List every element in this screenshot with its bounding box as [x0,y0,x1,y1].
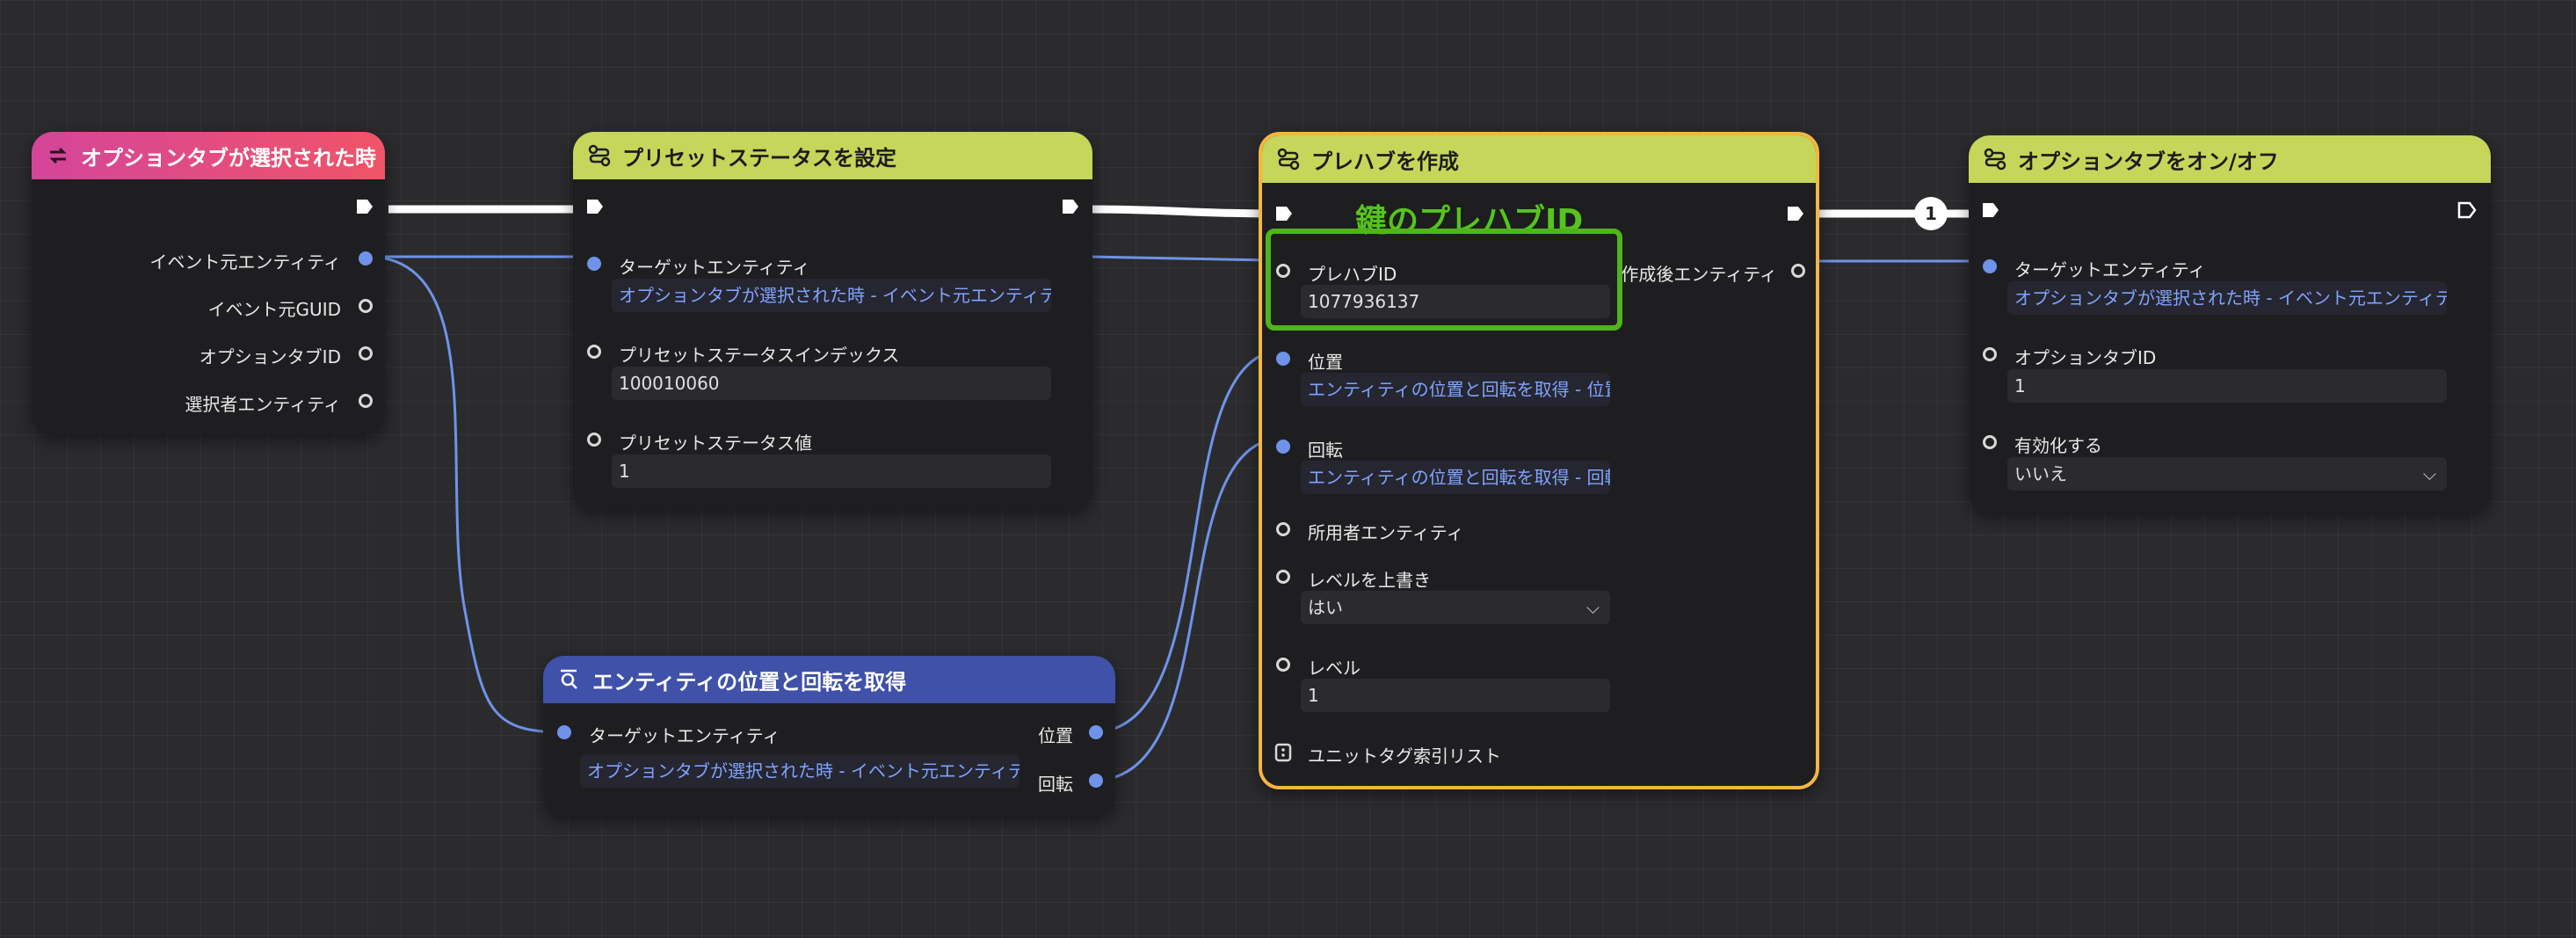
getpos-node-header[interactable]: エンティティの位置と回転を取得 [543,656,1115,703]
level-input[interactable]: 1 [1301,679,1610,712]
rotation-value[interactable]: エンティティの位置と回転を取得 - 回転 [1301,461,1610,494]
action-icon [1277,148,1300,171]
list-icon[interactable] [1274,743,1292,762]
action-node-create-prefab[interactable]: プレハブを作成 プレハブID 作成後エンティティ 1077936137 位置 エン… [1259,132,1819,789]
prefab-id-input[interactable]: 1077936137 [1301,285,1610,318]
input-pin[interactable] [1276,352,1290,366]
output-pin[interactable] [1791,264,1805,278]
preset-index-input[interactable]: 100010060 [612,367,1051,400]
input-pin[interactable] [587,433,601,447]
override-level-select[interactable]: はい ⌵ [1301,591,1610,624]
chevron-down-icon: ⌵ [2422,463,2436,484]
event-node-option-tab-selected[interactable]: オプションタブが選択された時 イベント元エンティティ イベント元GUID オプシ… [32,132,385,435]
exec-in-pin[interactable] [1981,201,2000,219]
output-pin[interactable] [359,251,373,265]
input-pin[interactable] [1983,347,1997,361]
output-label: 位置 [1038,725,1073,746]
event-loop-icon [49,147,67,164]
select-value: いいえ [2014,463,2067,484]
input-pin[interactable] [1276,522,1290,536]
target-entity-value[interactable]: オプションタブが選択された時 - イベント元エンティティ [612,279,1051,312]
output-label: 作成後エンティティ [1621,264,1777,285]
input-pin[interactable] [1983,259,1997,273]
option-tab-id-input[interactable]: 1 [2007,369,2447,403]
select-value: はい [1308,597,1343,618]
output-pin[interactable] [359,394,373,408]
input-label: プレハブID [1308,264,1397,285]
output-pin[interactable] [359,299,373,313]
input-pin[interactable] [1276,570,1290,584]
exec-wire-preset-to-prefab [1092,205,1273,218]
target-entity-value[interactable]: オプションタブが選択された時 - イベント元エンティティ [2007,281,2447,315]
annotation-highlight-box [1266,229,1622,331]
action-node-toggle-option-tab[interactable]: オプションタブをオン/オフ ターゲットエンティティ オプションタブが選択された時… [1969,135,2491,513]
output-pin[interactable] [359,346,373,360]
toggle-node-header[interactable]: オプションタブをオン/オフ [1969,135,2491,183]
enable-select[interactable]: いいえ ⌵ [2007,457,2447,491]
input-label: レベルを上書き [1308,570,1431,591]
output-label: イベント元エンティティ [149,251,341,273]
node-title: エンティティの位置と回転を取得 [592,669,907,694]
input-label: オプションタブID [2014,347,2157,368]
input-pin[interactable] [1983,435,1997,449]
exec-in-pin[interactable] [1274,205,1294,222]
input-label: プリセットステータスインデックス [619,345,900,366]
input-pin[interactable] [1276,658,1290,672]
input-label: 所用者エンティティ [1308,522,1464,543]
event-node-header[interactable]: オプションタブが選択された時 [32,132,385,179]
chevron-down-icon: ⌵ [1586,597,1600,618]
input-label: ターゲットエンティティ [619,257,810,278]
input-label: 位置 [1308,352,1343,373]
node-title: プレハブを作成 [1311,149,1459,174]
input-label: プリセットステータス値 [619,433,812,454]
data-wire-preset-to-prefab [1089,255,1271,262]
action-node-set-preset-status[interactable]: プリセットステータスを設定 ターゲットエンティティ オプションタブが選択された時… [573,132,1092,510]
data-wire-rotation-to-prefab [1092,436,1286,782]
input-pin[interactable] [587,345,601,359]
query-node-get-position-rotation[interactable]: エンティティの位置と回転を取得 ターゲットエンティティ 位置 オプションタブが選択… [543,656,1115,817]
node-title: プリセットステータスを設定 [622,145,896,171]
exec-out-pin[interactable] [2457,201,2477,219]
position-value[interactable]: エンティティの位置と回転を取得 - 位置 [1301,373,1610,406]
input-label: ターゲットエンティティ [589,725,780,746]
preset-node-header[interactable]: プリセットステータスを設定 [573,132,1092,179]
wire-count-badge[interactable]: 1 [1914,197,1948,230]
action-icon [1984,148,2006,171]
output-label: オプションタブID [199,346,341,367]
input-pin[interactable] [1276,264,1290,278]
query-icon [561,669,577,689]
output-label: 選択者エンティティ [185,394,341,415]
input-pin[interactable] [587,257,601,271]
exec-out-pin[interactable] [355,198,374,215]
input-pin[interactable] [557,725,571,739]
target-entity-value[interactable]: オプションタブが選択された時 - イベント元エンティティ [580,754,1020,788]
data-wire-position-to-prefab [1092,348,1286,734]
input-label: ユニットタグ索引リスト [1308,745,1501,767]
data-wire-entity-to-getpos [366,255,566,734]
node-title: オプションタブをオン/オフ [2018,149,2279,174]
output-label: イベント元GUID [207,299,341,320]
input-label: レベル [1308,658,1361,679]
output-pin[interactable] [1089,774,1103,788]
input-label: 有効化する [2014,435,2102,456]
input-label: 回転 [1308,440,1343,461]
input-pin[interactable] [1276,440,1290,454]
input-label: ターゲットエンティティ [2014,259,2206,280]
exec-in-pin[interactable] [585,198,605,215]
output-pin[interactable] [1089,725,1103,739]
action-icon [588,144,611,167]
exec-out-pin[interactable] [1786,205,1805,222]
node-title: オプションタブが選択された時 [81,145,376,171]
preset-value-input[interactable]: 1 [612,454,1051,488]
output-label: 回転 [1038,774,1073,795]
prefab-node-header[interactable]: プレハブを作成 [1262,135,1816,183]
exec-out-pin[interactable] [1061,198,1080,215]
